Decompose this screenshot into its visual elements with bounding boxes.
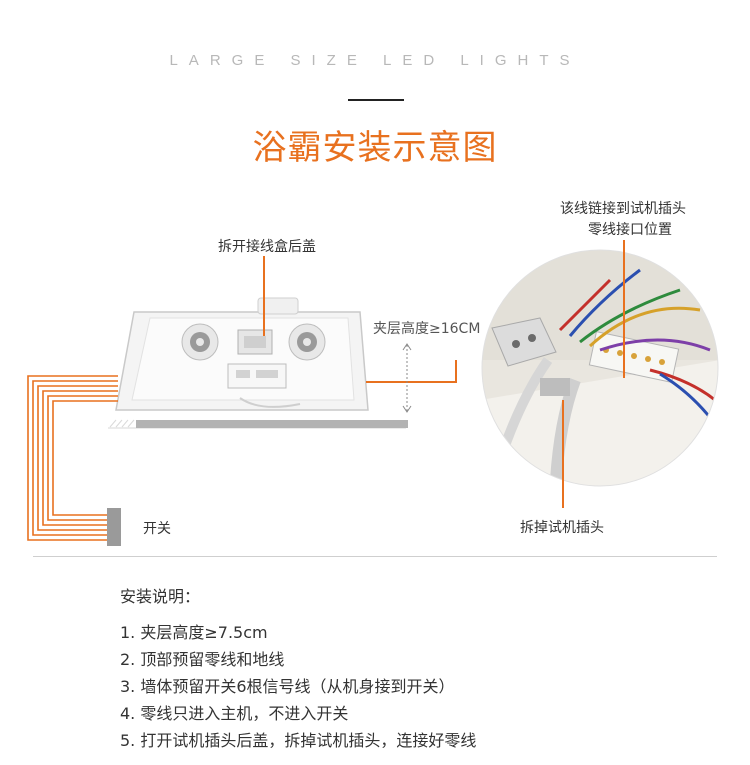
switch-label: 开关 <box>143 521 171 537</box>
note-item: 2. 顶部预留零线和地线 <box>120 650 285 669</box>
install-diagram <box>27 240 719 546</box>
switch-wires <box>27 375 118 541</box>
ceiling-panel <box>136 420 408 428</box>
wiring-detail-photo <box>482 250 718 486</box>
heater-unit <box>115 297 369 411</box>
page-title: 浴霸安装示意图 <box>252 128 498 168</box>
note-item: 4. 零线只进入主机，不进入开关 <box>120 704 349 723</box>
plug-label: 拆掉试机插头 <box>520 520 604 536</box>
title-rule <box>348 99 404 101</box>
note-item: 1. 夹层高度≥7.5cm <box>120 623 268 642</box>
notes-title: 安装说明： <box>120 587 201 606</box>
cover-label: 拆开接线盒后盖 <box>218 239 316 255</box>
neutral-label-line2: 零线接口位置 <box>588 222 672 238</box>
note-item: 3. 墙体预留开关6根信号线（从机身接到开关） <box>120 677 455 696</box>
page-subtitle: LARGE SIZE LED LIGHTS <box>169 52 581 69</box>
section-divider <box>33 556 717 557</box>
wall-switch <box>107 508 121 546</box>
note-item: 5. 打开试机插头后盖，拆掉试机插头，连接好零线 <box>120 731 477 750</box>
neutral-label-line1: 该线链接到试机插头 <box>560 201 686 217</box>
height-dimension <box>402 343 412 413</box>
height-label: 夹层高度≥16CM <box>373 321 481 337</box>
